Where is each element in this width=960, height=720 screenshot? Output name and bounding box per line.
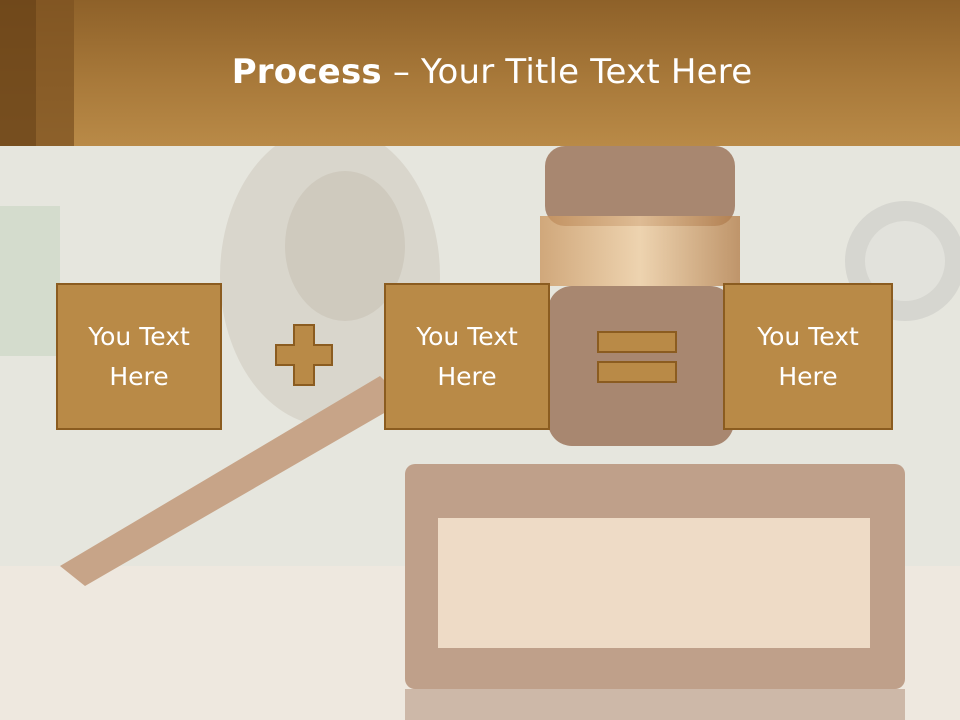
title-rest: – Your Title Text Here — [381, 52, 753, 92]
plus-icon — [275, 324, 333, 386]
header-accent-block — [36, 0, 74, 146]
gavel-money-illustration — [0, 146, 960, 720]
slide-title: Process – Your Title Text Here — [0, 52, 960, 92]
process-box-2-text: You Text Here — [416, 321, 518, 391]
process-box-1[interactable]: You Text Here — [56, 283, 222, 430]
process-box-3-text: You Text Here — [757, 321, 859, 391]
equals-icon — [597, 331, 677, 383]
process-box-1-text: You Text Here — [88, 321, 190, 391]
process-box-2[interactable]: You Text Here — [384, 283, 550, 430]
header-accent-block — [0, 0, 36, 146]
title-bold: Process — [231, 52, 382, 92]
title-bar: Process – Your Title Text Here — [0, 0, 960, 146]
background-photo — [0, 146, 960, 720]
process-box-3[interactable]: You Text Here — [723, 283, 893, 430]
